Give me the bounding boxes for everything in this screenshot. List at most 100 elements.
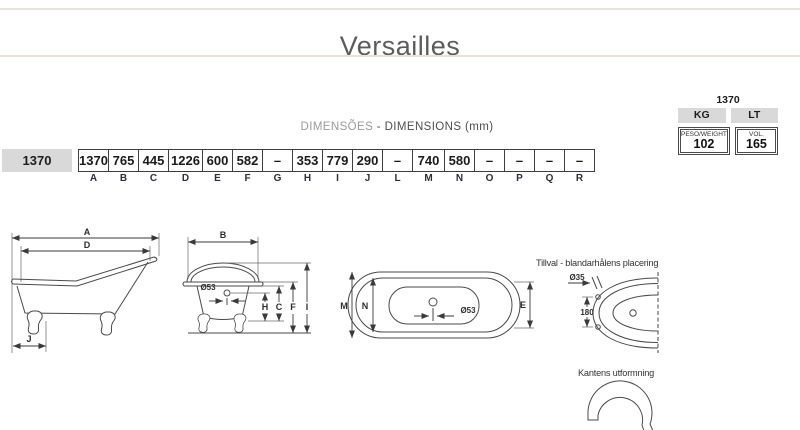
dim-letter: M <box>424 173 433 184</box>
claw-foot <box>26 310 43 335</box>
top-rule <box>0 8 800 10</box>
dim-value: – <box>504 149 535 172</box>
claw-foot <box>233 313 247 333</box>
end-dim-i-label: I <box>306 302 309 312</box>
dim-value: – <box>262 149 293 172</box>
end-view-drawing: B Ø53 H C <box>182 230 311 334</box>
mixer-hole <box>595 324 601 330</box>
dim-value: 582 <box>232 149 263 172</box>
volume-cell: VOL. 165 <box>734 127 778 155</box>
claw-foot <box>197 313 211 333</box>
dim-col-r: –R <box>564 149 595 184</box>
mixer-view-title: Tillval - blandarhålens placering <box>536 258 658 268</box>
dim-letter: E <box>214 173 221 184</box>
tub-rim-bottom <box>12 260 157 287</box>
side-dim-j-label: J <box>26 334 31 344</box>
rim-profile-inner <box>597 396 645 430</box>
dim-letter: Q <box>545 173 554 184</box>
title-underline-rule <box>0 55 800 57</box>
weight-volume-box: 1370 KG LT PESO/WEIGHT 102 VOL. 165 <box>678 94 778 155</box>
dimensions-caption: DIMENSÕES - DIMENSIONS (mm) <box>0 121 794 133</box>
mixer-placement-drawing: Tillval - blandarhålens placering 180 Ø3… <box>536 258 659 353</box>
mixer-outer-rim <box>592 277 659 349</box>
technical-drawings: A D J B <box>11 227 659 430</box>
dim-value: 580 <box>444 149 475 172</box>
dimensions-caption-en: - DIMENSIONS (mm) <box>376 121 494 133</box>
dim-col-o: –O <box>474 149 505 184</box>
dim-col-g: –G <box>262 149 293 184</box>
overflow-hole <box>223 289 231 297</box>
dim-letter: A <box>89 173 98 184</box>
mixer-hole-label: Ø35 <box>569 273 585 282</box>
mixer-hole <box>595 294 601 300</box>
side-view-drawing: A D J <box>11 227 160 353</box>
top-view-drawing: M N E Ø53 <box>340 271 534 339</box>
tub-outer-rim <box>347 271 521 339</box>
tub-back-dome <box>186 262 260 283</box>
dim-value: 445 <box>138 149 169 172</box>
dim-value: – <box>564 149 595 172</box>
volume-label: VOL. <box>749 131 764 138</box>
size-row-label: 1370 <box>2 149 72 172</box>
edge-profile-drawing: Kantens utformning <box>578 368 654 430</box>
dim-value: – <box>382 149 413 172</box>
claw-foot <box>99 311 116 336</box>
dim-value: – <box>474 149 505 172</box>
top-dim-m-label: M <box>340 301 348 311</box>
drain-hole <box>629 309 637 317</box>
top-dim-e-label: E <box>520 300 526 310</box>
dim-letter: B <box>119 173 128 184</box>
rim-profile-outer <box>587 380 654 430</box>
dim-value: 1370 <box>78 149 109 172</box>
dim-letter: H <box>303 173 312 184</box>
top-drain-label: Ø53 <box>460 306 476 315</box>
dim-letter: G <box>273 173 282 184</box>
spec-header-row: KG LT <box>678 108 778 123</box>
dim-letter: I <box>336 173 339 184</box>
dim-value: – <box>534 149 565 172</box>
dim-letter: L <box>394 173 401 184</box>
side-dim-d-label: D <box>84 240 91 250</box>
dim-letter: D <box>181 173 190 184</box>
dim-col-p: –P <box>504 149 535 184</box>
kg-header: KG <box>678 108 726 123</box>
weight-value: 102 <box>693 137 715 151</box>
dim-letter: P <box>516 173 523 184</box>
top-dim-n-label: N <box>362 301 369 311</box>
dim-letter: J <box>364 173 371 184</box>
dim-value: 765 <box>108 149 139 172</box>
dim-value: 353 <box>292 149 323 172</box>
drain-hole <box>428 297 438 307</box>
dim-value: 600 <box>202 149 233 172</box>
tub-basin <box>388 286 480 325</box>
volume-value: 165 <box>746 137 767 151</box>
spec-value-row: PESO/WEIGHT 102 VOL. 165 <box>678 127 778 155</box>
dim-value: 740 <box>412 149 445 172</box>
dimensions-caption-pt: DIMENSÕES <box>300 121 374 133</box>
dim-col-q: –Q <box>534 149 565 184</box>
end-dim-f-label: F <box>290 302 296 312</box>
dim-letter: C <box>149 173 158 184</box>
tub-inner-rim <box>355 277 513 333</box>
end-dim-h-label: H <box>262 302 269 312</box>
dim-letter: O <box>485 173 494 184</box>
rim-profile-cap <box>587 414 599 421</box>
dim-letter: R <box>575 173 584 184</box>
spec-model-label: 1370 <box>716 94 740 106</box>
dim-letter: F <box>244 173 251 184</box>
dim-letter: N <box>455 173 464 184</box>
end-drain-label: Ø53 <box>200 283 216 292</box>
mixer-spacing-label: 180 <box>580 308 594 317</box>
edge-view-title: Kantens utformning <box>578 368 654 378</box>
